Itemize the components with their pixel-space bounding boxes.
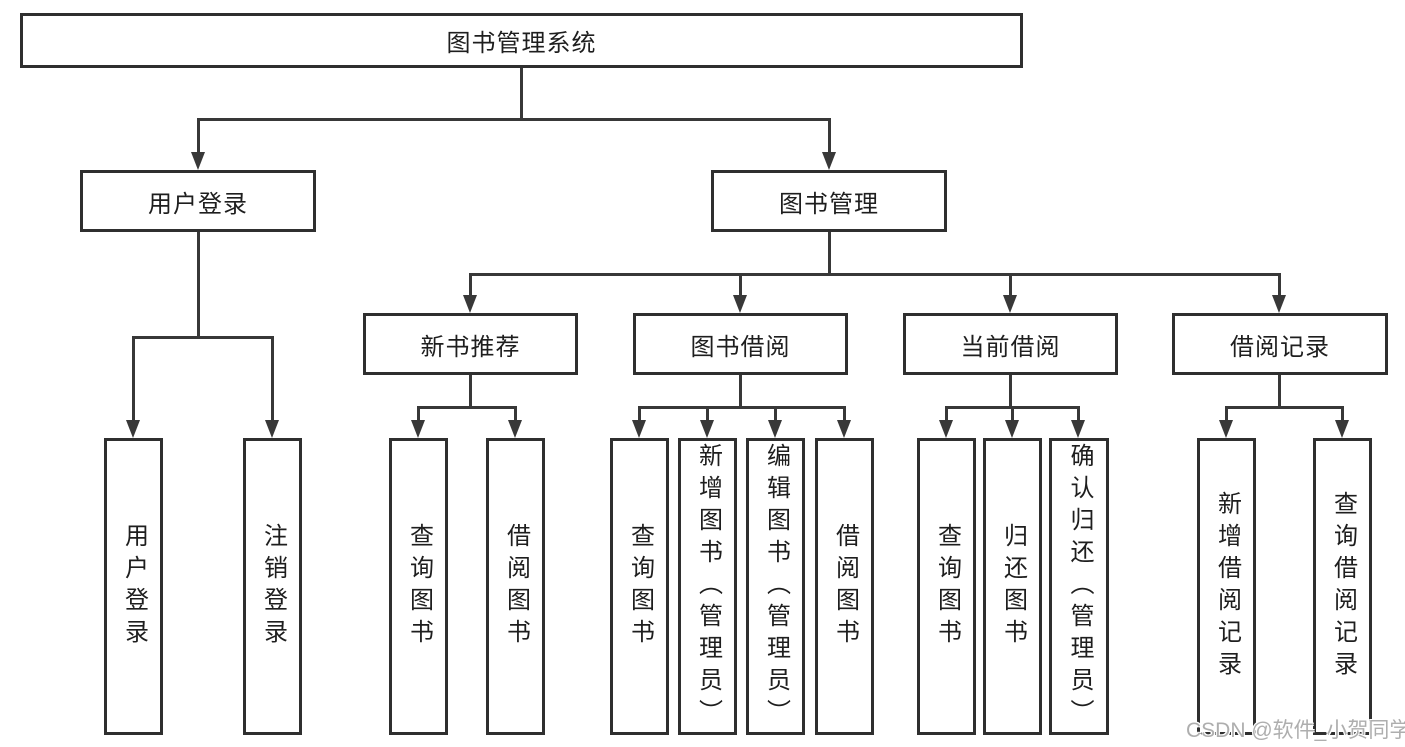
connector-group-vline xyxy=(1009,375,1012,406)
node-book-management: 图书管理 xyxy=(711,170,947,232)
connector-stub xyxy=(417,406,420,420)
arrow-down-icon xyxy=(1005,420,1019,438)
leaf-nbr-query-books: 查询图书 xyxy=(389,438,448,735)
leaf-cb-return-books: 归还图书 xyxy=(983,438,1042,735)
connector-stub xyxy=(1077,406,1080,420)
leaf-nbr-query-books-label: 查询图书 xyxy=(405,522,433,651)
arrow-down-icon xyxy=(1219,420,1233,438)
node-user-login: 用户登录 xyxy=(80,170,316,232)
connector-l3-hline xyxy=(469,273,1281,276)
arrow-down-icon xyxy=(1003,295,1017,313)
node-user-login-label: 用户登录 xyxy=(148,190,248,218)
leaf-user-login-label: 用户登录 xyxy=(120,522,148,651)
node-root: 图书管理系统 xyxy=(20,13,1023,68)
connector-stub xyxy=(132,336,135,420)
node-root-label: 图书管理系统 xyxy=(446,30,597,57)
connector-stub xyxy=(774,406,777,420)
leaf-bb-query-books-label: 查询图书 xyxy=(626,522,654,651)
connector-stub xyxy=(945,406,948,420)
connector-group-hline xyxy=(417,406,517,409)
arrow-down-icon xyxy=(939,420,953,438)
csdn-watermark: CSDN @软件_小贺同学 xyxy=(1186,719,1405,742)
leaf-nbr-borrow-books-label: 借阅图书 xyxy=(502,522,530,651)
leaf-br-add-record-label: 新增借阅记录 xyxy=(1213,490,1241,683)
node-book-borrowing-label: 图书借阅 xyxy=(690,333,791,361)
connector-bookmgmt-vline xyxy=(828,232,831,273)
leaf-bb-add-books-admin: 新增图书（管理员） xyxy=(678,438,737,735)
arrow-down-icon xyxy=(837,420,851,438)
connector-group-hline xyxy=(638,406,846,409)
arrow-down-icon xyxy=(768,420,782,438)
arrow-down-icon xyxy=(126,420,140,438)
leaf-bb-edit-books-admin: 编辑图书（管理员） xyxy=(746,438,805,735)
connector-stub xyxy=(739,273,742,295)
leaf-br-query-record-label: 查询借阅记录 xyxy=(1329,490,1357,683)
connector-stub xyxy=(1341,406,1344,420)
arrow-down-icon xyxy=(463,295,477,313)
connector-stub xyxy=(514,406,517,420)
arrow-down-icon xyxy=(265,420,279,438)
connector-root-vline xyxy=(520,68,523,118)
arrow-down-icon xyxy=(191,152,205,170)
leaf-bb-edit-books-admin-label: 编辑图书（管理员） xyxy=(762,442,790,731)
connector-group-hline xyxy=(1225,406,1344,409)
leaf-bb-borrow-books-label: 借阅图书 xyxy=(831,522,859,651)
connector-stub xyxy=(271,336,274,420)
leaf-logout-label: 注销登录 xyxy=(259,522,287,651)
node-new-book-recommend-label: 新书推荐 xyxy=(420,333,521,361)
leaf-cb-query-books: 查询图书 xyxy=(917,438,976,735)
leaf-cb-confirm-return-admin-label: 确认归还（管理员） xyxy=(1066,442,1093,731)
connector-group-vline xyxy=(739,375,742,406)
arrow-down-icon xyxy=(1272,295,1286,313)
connector-stub xyxy=(1009,273,1012,295)
leaf-bb-query-books: 查询图书 xyxy=(610,438,669,735)
connector-stub-book-mgmt xyxy=(828,118,831,152)
arrow-down-icon xyxy=(700,420,714,438)
node-book-borrowing: 图书借阅 xyxy=(633,313,848,375)
connector-userlogin-vline xyxy=(197,232,200,336)
connector-stub xyxy=(1011,406,1014,420)
leaf-cb-confirm-return-admin: 确认归还（管理员） xyxy=(1049,438,1109,735)
leaf-nbr-borrow-books: 借阅图书 xyxy=(486,438,545,735)
node-borrow-records: 借阅记录 xyxy=(1172,313,1388,375)
connector-stub xyxy=(1225,406,1228,420)
arrow-down-icon xyxy=(1071,420,1085,438)
leaf-user-login: 用户登录 xyxy=(104,438,163,735)
node-current-borrowing: 当前借阅 xyxy=(903,313,1118,375)
connector-userlogin-hline xyxy=(132,336,274,339)
leaf-bb-add-books-admin-label: 新增图书（管理员） xyxy=(694,442,722,731)
node-current-borrowing-label: 当前借阅 xyxy=(960,333,1061,361)
leaf-cb-return-books-label: 归还图书 xyxy=(999,522,1027,651)
arrow-down-icon xyxy=(508,420,522,438)
arrow-down-icon xyxy=(733,295,747,313)
node-new-book-recommend: 新书推荐 xyxy=(363,313,578,375)
connector-stub xyxy=(1278,273,1281,295)
connector-group-vline xyxy=(469,375,472,406)
connector-stub-user-login xyxy=(197,118,200,152)
connector-stub xyxy=(638,406,641,420)
leaf-cb-query-books-label: 查询图书 xyxy=(933,522,961,651)
connector-stub xyxy=(469,273,472,295)
node-borrow-records-label: 借阅记录 xyxy=(1230,333,1330,361)
node-book-management-label: 图书管理 xyxy=(779,190,879,218)
leaf-br-add-record: 新增借阅记录 xyxy=(1197,438,1256,735)
connector-stub xyxy=(706,406,709,420)
arrow-down-icon xyxy=(411,420,425,438)
arrow-down-icon xyxy=(1335,420,1349,438)
arrow-down-icon xyxy=(822,152,836,170)
leaf-bb-borrow-books: 借阅图书 xyxy=(815,438,874,735)
connector-stub xyxy=(843,406,846,420)
connector-l1-hline xyxy=(197,118,831,121)
leaf-br-query-record: 查询借阅记录 xyxy=(1313,438,1372,735)
connector-group-vline xyxy=(1278,375,1281,406)
arrow-down-icon xyxy=(632,420,646,438)
leaf-logout: 注销登录 xyxy=(243,438,302,735)
